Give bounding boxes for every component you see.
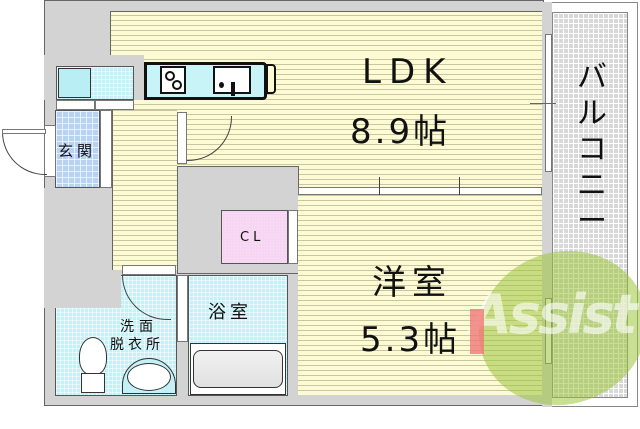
balcony-wall bbox=[542, 2, 552, 407]
ldk-size: 8.9帖 bbox=[350, 112, 451, 152]
counter-end bbox=[266, 64, 276, 94]
washroom-door-frame bbox=[122, 265, 176, 275]
hallway-door-frame bbox=[177, 112, 187, 164]
washroom-label-1: 洗面 bbox=[120, 319, 158, 335]
sliding-partition[interactable] bbox=[298, 187, 542, 195]
closet-label: CL bbox=[240, 230, 265, 245]
window-mark bbox=[530, 103, 556, 104]
stove-icon bbox=[160, 66, 186, 94]
closet[interactable] bbox=[221, 210, 288, 264]
entry-door-swing[interactable] bbox=[2, 132, 47, 175]
western-room-label: 洋室 bbox=[372, 263, 452, 303]
western-room-size: 5.3帖 bbox=[360, 320, 461, 360]
wash-basin-icon bbox=[122, 358, 176, 394]
sink-icon bbox=[213, 66, 251, 96]
bathroom-label: 浴室 bbox=[208, 302, 252, 323]
washroom-label-2: 脱衣所 bbox=[110, 337, 164, 353]
ldk-label: LDK bbox=[362, 52, 454, 92]
ldk-upper-floor bbox=[110, 11, 542, 55]
entrance-floor[interactable] bbox=[55, 110, 100, 188]
watermark-red-accent bbox=[470, 309, 484, 354]
assist-watermark-text: Assist bbox=[470, 283, 638, 346]
cabinet-door bbox=[56, 100, 95, 110]
entrance-label: 玄関 bbox=[58, 142, 97, 160]
hallway-floor[interactable] bbox=[112, 110, 177, 270]
balcony-label: バルコニー bbox=[577, 60, 607, 239]
entry-door-panel bbox=[2, 129, 46, 134]
closet-door-frame bbox=[288, 210, 298, 264]
cabinet-door bbox=[95, 100, 134, 110]
bath-door-frame bbox=[177, 275, 188, 342]
washroom-notch bbox=[55, 275, 121, 308]
toilet-icon bbox=[77, 337, 109, 395]
partition-mark bbox=[459, 177, 460, 205]
cabinet-unit bbox=[58, 68, 91, 98]
hallway-step bbox=[100, 110, 112, 188]
bathtub-icon bbox=[190, 343, 286, 395]
partition-mark bbox=[379, 177, 380, 205]
